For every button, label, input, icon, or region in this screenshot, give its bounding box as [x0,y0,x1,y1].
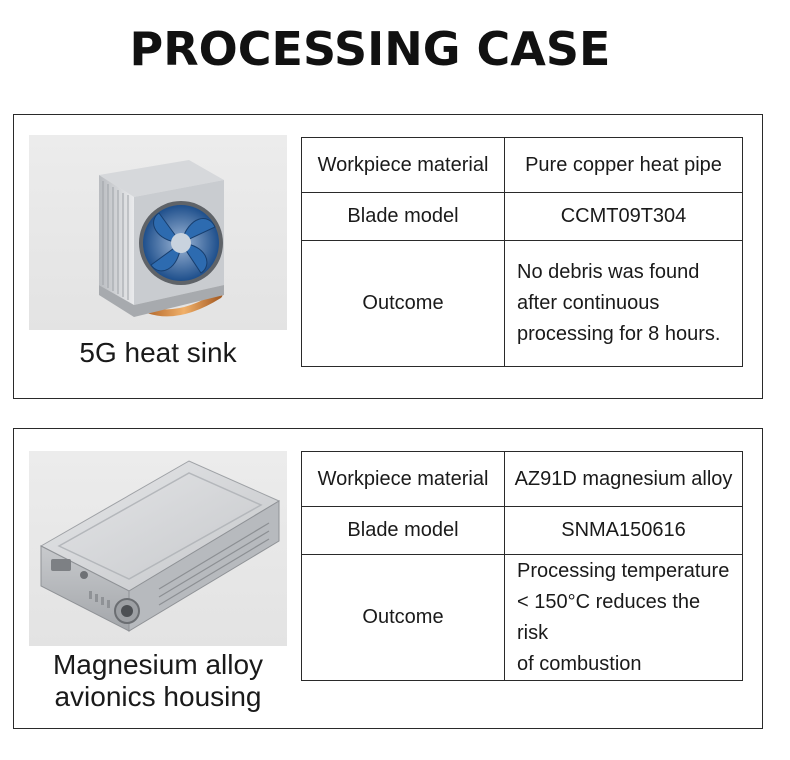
case-caption: 5G heat sink [14,337,302,369]
case-card-heat-sink: 5G heat sink Workpiece material Pure cop… [13,114,763,399]
spec-key: Blade model [301,192,505,241]
table-row: Blade model CCMT09T304 [301,192,743,241]
spec-table: Workpiece material Pure copper heat pipe… [301,137,743,367]
spec-value: Processing temperature < 150°C reduces t… [504,554,743,681]
case-caption-text: 5G heat sink [79,337,237,368]
table-row: Blade model SNMA150616 [301,506,743,555]
table-row: Outcome No debris was found after contin… [301,240,743,367]
spec-key: Workpiece material [301,137,505,193]
spec-key: Outcome [301,554,505,681]
spec-value: SNMA150616 [504,506,743,555]
case-caption: Magnesium alloy avionics housing [14,649,302,713]
spec-key: Blade model [301,506,505,555]
case-caption-text: Magnesium alloy avionics housing [52,649,264,712]
spec-key: Workpiece material [301,451,505,507]
table-row: Workpiece material Pure copper heat pipe [301,137,743,193]
heat-sink-photo [29,135,287,330]
table-row: Outcome Processing temperature < 150°C r… [301,554,743,681]
spec-value: CCMT09T304 [504,192,743,241]
spec-value: Pure copper heat pipe [504,137,743,193]
spec-value: No debris was found after continuous pro… [504,240,743,367]
avionics-housing-photo [29,451,287,646]
spec-table: Workpiece material AZ91D magnesium alloy… [301,451,743,681]
page-title: PROCESSING CASE [129,22,611,76]
spec-value: AZ91D magnesium alloy [504,451,743,507]
case-card-avionics-housing: Magnesium alloy avionics housing Workpie… [13,428,763,729]
spec-key: Outcome [301,240,505,367]
table-row: Workpiece material AZ91D magnesium alloy [301,451,743,507]
